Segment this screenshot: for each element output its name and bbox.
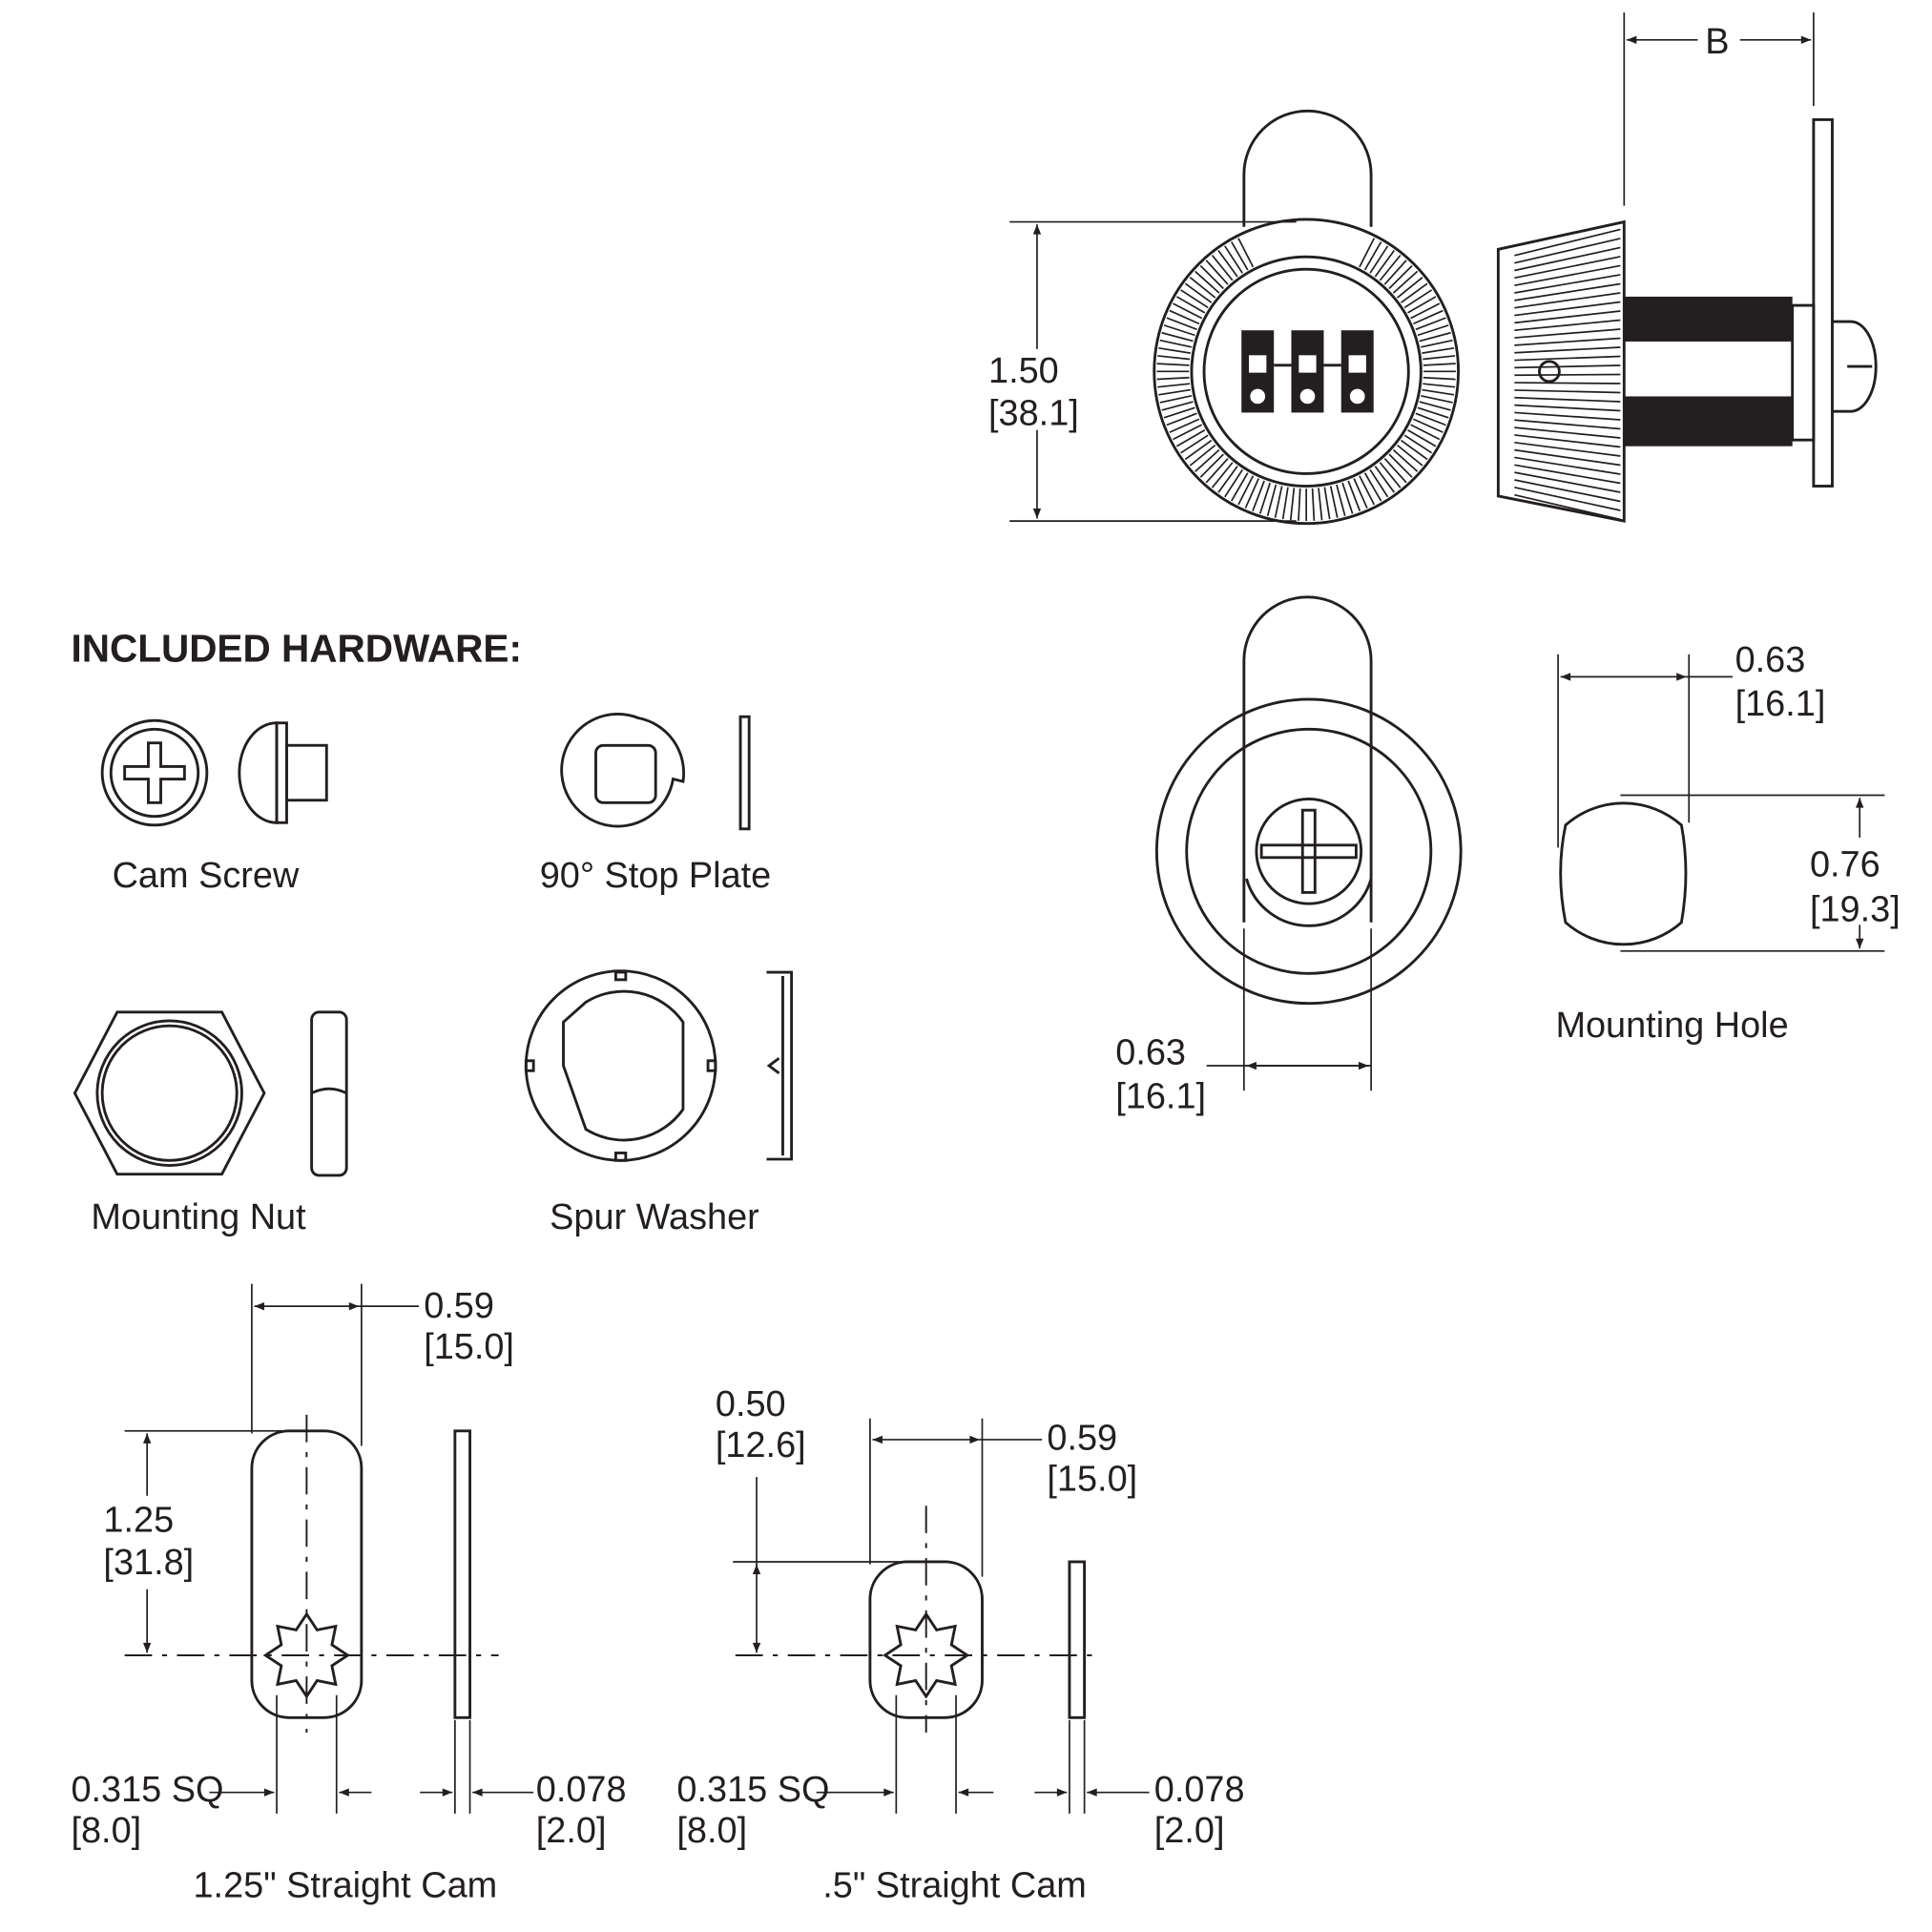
long-cam-width-mm: [15.0]: [424, 1327, 514, 1367]
lock-side-view: B: [1496, 12, 1878, 523]
short-cam-length-mm: [12.6]: [716, 1425, 806, 1465]
mounting-hole-label: Mounting Hole: [1555, 1006, 1788, 1046]
lock-height-mm: [38.1]: [988, 393, 1079, 433]
long-cam-square-mm: [8.0]: [71, 1811, 141, 1851]
long-cam-length-in: 1.25: [103, 1501, 174, 1541]
hole-height-in: 0.76: [1810, 844, 1880, 884]
b-dimension-label: B: [1705, 22, 1729, 62]
long-cam-thickness-in: 0.078: [536, 1770, 627, 1810]
long-cam-width-in: 0.59: [424, 1286, 494, 1326]
included-hardware-heading: INCLUDED HARDWARE:: [71, 627, 521, 671]
spur-washer-label: Spur Washer: [550, 1197, 759, 1237]
short-cam-length-in: 0.50: [716, 1384, 786, 1424]
stop-plate: 90° Stop Plate: [540, 713, 772, 896]
short-straight-cam: 0.59 [15.0] 0.50 [12.6] 0.315 SQ [8.0] 0…: [676, 1384, 1244, 1905]
long-straight-cam: 0.59 [15.0] 1.25 [31.8] 0.315 SQ [8.0] 0…: [71, 1283, 627, 1905]
stop-plate-label: 90° Stop Plate: [540, 856, 772, 896]
short-cam-square-mm: [8.0]: [676, 1811, 747, 1851]
short-cam-thickness-in: 0.078: [1154, 1770, 1245, 1810]
long-cam-length-mm: [31.8]: [103, 1543, 194, 1583]
long-cam-label: 1.25" Straight Cam: [194, 1865, 498, 1905]
short-cam-label: .5" Straight Cam: [822, 1865, 1087, 1905]
combination-dials: [1241, 330, 1374, 413]
hole-width-in: 0.63: [1735, 640, 1806, 680]
mounting-nut: Mounting Nut: [73, 1010, 348, 1237]
shackle-width-in: 0.63: [1115, 1033, 1186, 1073]
lock-front-view: 1.50 [38.1]: [988, 109, 1460, 526]
short-cam-square-in: 0.315 SQ: [676, 1770, 829, 1810]
knurl-ring: [1156, 238, 1456, 522]
hole-width-mm: [16.1]: [1735, 684, 1826, 724]
mounting-nut-label: Mounting Nut: [91, 1197, 306, 1237]
long-cam-square-in: 0.315 SQ: [71, 1770, 223, 1810]
shackle-width-mm: [16.1]: [1115, 1076, 1206, 1116]
short-cam-width-in: 0.59: [1047, 1418, 1117, 1458]
lock-height-in: 1.50: [988, 351, 1059, 391]
hole-height-mm: [19.3]: [1810, 889, 1901, 929]
spur-washer: Spur Washer: [524, 969, 794, 1237]
cam-screw: Cam Screw: [100, 718, 328, 896]
cam-screw-label: Cam Screw: [113, 856, 300, 896]
short-cam-thickness-mm: [2.0]: [1154, 1811, 1225, 1851]
long-cam-thickness-mm: [2.0]: [536, 1811, 607, 1851]
lock-back-view: 0.63 [16.1]: [1115, 595, 1463, 1116]
short-cam-width-mm: [15.0]: [1047, 1460, 1137, 1500]
mounting-hole: 0.63 [16.1] 0.76 [19.3] Mounting Hole: [1555, 640, 1900, 1046]
